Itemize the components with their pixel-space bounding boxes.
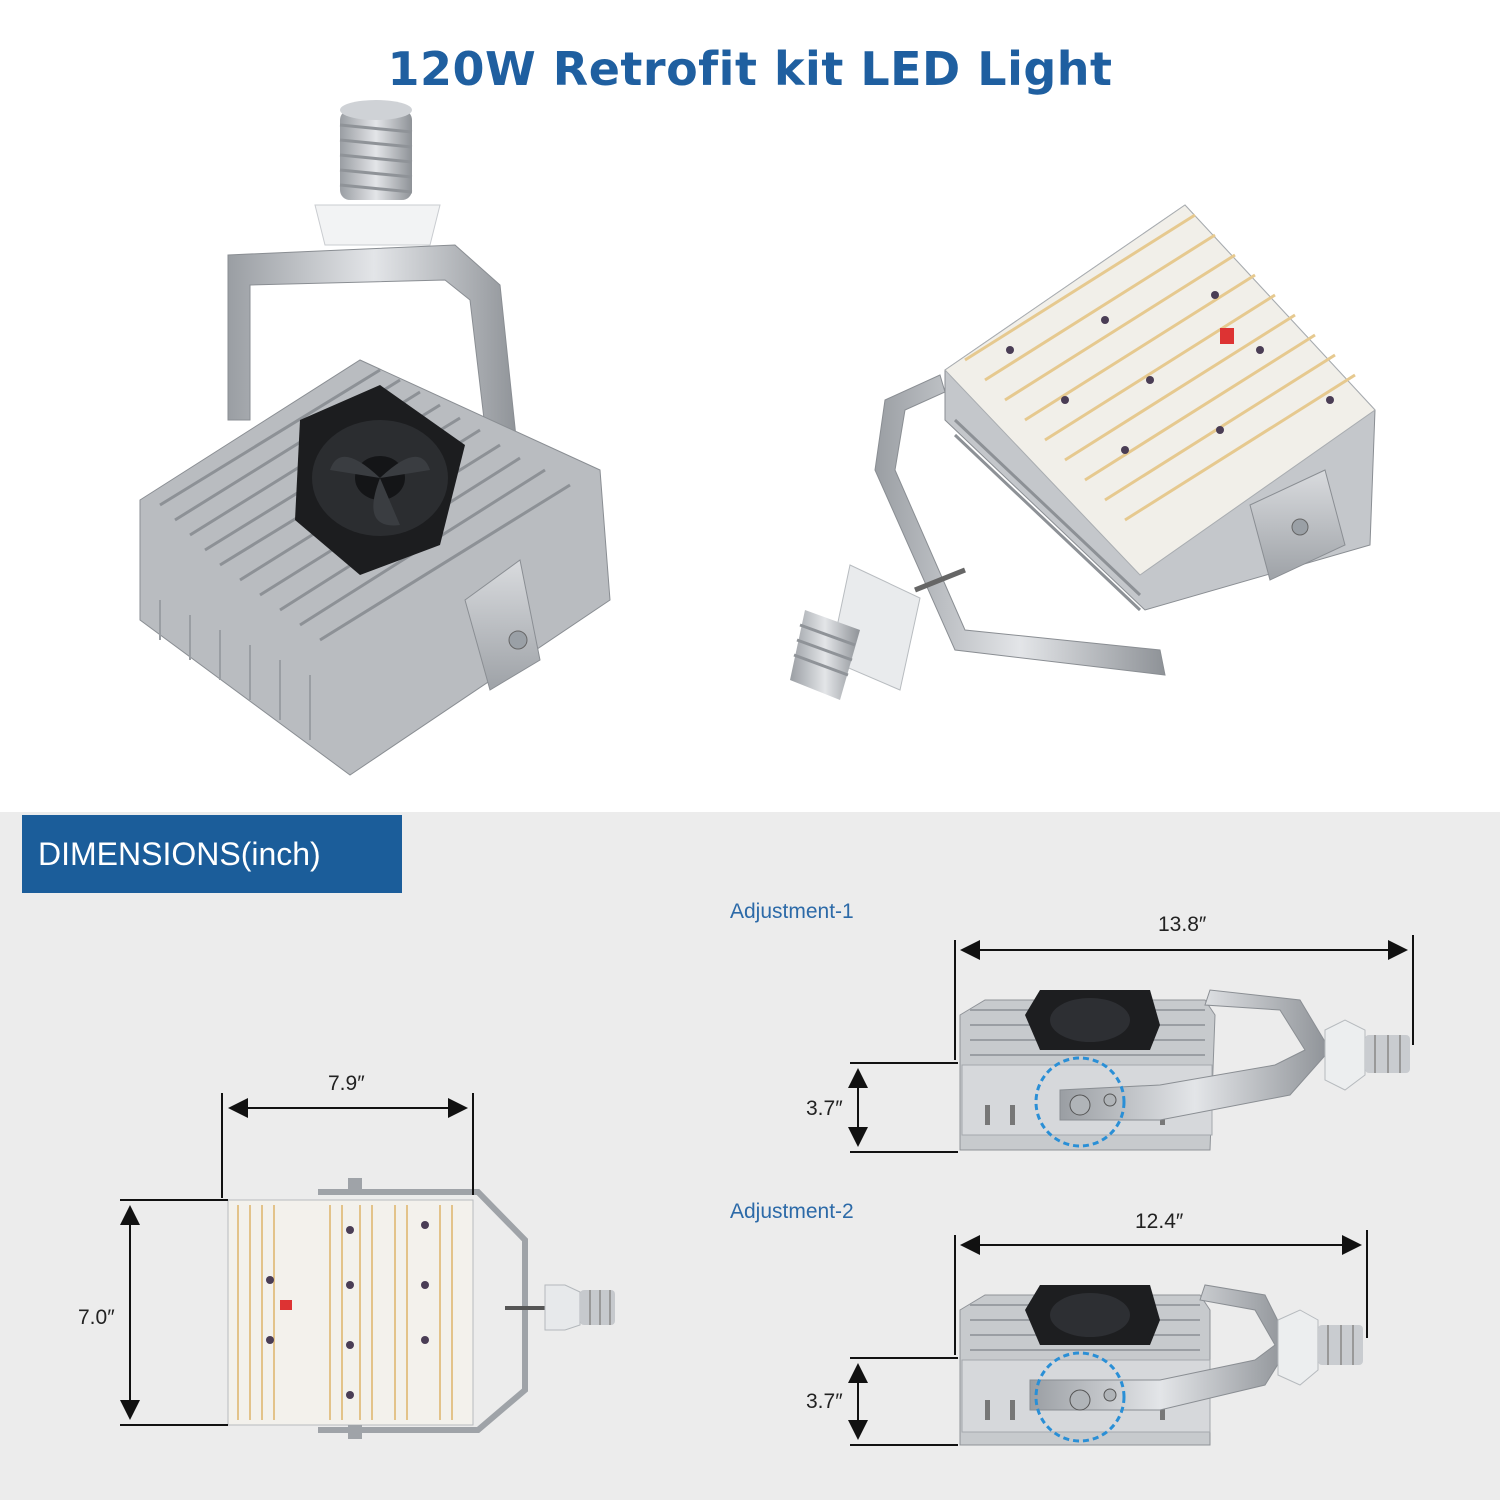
product-photo-fan-view <box>139 100 1376 776</box>
front-height-label: 7.0″ <box>78 1306 115 1329</box>
front-view-panel-icon <box>227 1178 615 1439</box>
adjustment-2-length-label: 12.4″ <box>1135 1210 1184 1233</box>
adjustment-1-height-label: 3.7″ <box>806 1097 843 1120</box>
adjustment-1-length-label: 13.8″ <box>1158 913 1207 936</box>
adjustment-1-label: Adjustment-1 <box>730 900 854 923</box>
front-width-label: 7.9″ <box>328 1072 365 1095</box>
adjustment-2-side-view-icon <box>959 1284 1363 1446</box>
e39-bulb-base-side-icon <box>790 564 966 700</box>
cooling-fan-icon <box>295 385 465 575</box>
product-photo-panel-view <box>790 204 1376 700</box>
adjustment-2-height-label: 3.7″ <box>806 1390 843 1413</box>
adjustment-2-label: Adjustment-2 <box>730 1200 854 1223</box>
adjustment-1-side-view-icon <box>959 989 1410 1151</box>
e39-bulb-base-icon <box>314 100 441 246</box>
product-title: 120W Retrofit kit LED Light <box>387 42 1113 96</box>
dimensions-header: DIMENSIONS(inch) <box>22 815 402 893</box>
